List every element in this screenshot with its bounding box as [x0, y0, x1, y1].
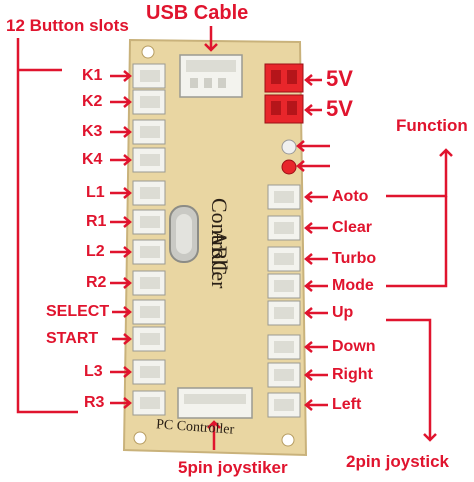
connector-socket [140, 154, 160, 166]
left-arrow [110, 397, 132, 409]
connector-socket [140, 96, 160, 108]
joystick-2pin-bracket [386, 318, 437, 442]
left-label-l1: L1 [86, 184, 105, 201]
power-arrow-2 [304, 104, 322, 116]
right-label-mode: Mode [332, 277, 374, 294]
connector-socket [140, 397, 160, 409]
connector-socket [274, 253, 294, 265]
left-label-r1: R1 [86, 213, 107, 230]
button-slots-bracket [16, 38, 78, 414]
usb-arrow [204, 26, 218, 52]
connector-socket [140, 126, 160, 138]
left-arrow [112, 333, 132, 345]
connector-socket [140, 70, 160, 82]
left-arrow [112, 306, 132, 318]
power-connector-1 [264, 63, 304, 93]
left-arrow [110, 96, 132, 108]
right-connector [267, 392, 301, 418]
joystick-5pin-arrow [207, 420, 221, 450]
left-arrow [110, 216, 132, 228]
left-arrow [110, 366, 132, 378]
left-label-start: START [46, 330, 99, 347]
led-2 [281, 159, 297, 175]
usb-cable-label: USB Cable [146, 2, 249, 24]
right-arrow [304, 222, 328, 234]
left-label-k1: K1 [82, 67, 103, 84]
led-1 [281, 139, 297, 155]
left-arrow [110, 187, 132, 199]
right-arrow [304, 253, 328, 265]
connector-socket [274, 341, 294, 353]
connector-socket [274, 191, 294, 203]
power-5v-label-2: 5V [326, 96, 353, 121]
left-label-r2: R2 [86, 274, 107, 291]
left-arrow [110, 277, 132, 289]
connector-socket [140, 277, 160, 289]
button-slots-label: 12 Button slots [6, 16, 129, 35]
left-label-select: SELECT [46, 303, 110, 320]
mounting-hole [141, 45, 155, 59]
left-arrow [110, 126, 132, 138]
right-label-right: Right [332, 366, 373, 383]
power-connector-2 [264, 94, 304, 124]
mounting-hole [281, 433, 295, 447]
right-arrow [304, 191, 328, 203]
usb-connector [179, 54, 243, 98]
function-label: Function [396, 116, 468, 135]
connector-socket [140, 187, 160, 199]
left-label-k2: K2 [82, 93, 103, 110]
right-connector [267, 362, 301, 388]
function-bracket [386, 148, 453, 198]
connector-socket [274, 280, 294, 292]
left-arrow [110, 246, 132, 258]
led-arrow-2 [296, 160, 330, 172]
joystick-5pin-connector [177, 387, 253, 419]
pcb-board [122, 38, 308, 457]
connector-socket [274, 399, 294, 411]
pcb-title-controller: Controller [207, 198, 232, 289]
left-arrow [110, 70, 132, 82]
mounting-hole [133, 431, 147, 445]
connector-socket [274, 369, 294, 381]
joystick-2pin-label: 2pin joystick [346, 452, 449, 471]
joystick-5pin-label: 5pin joystiker [178, 458, 288, 477]
right-arrow [304, 369, 328, 381]
right-label-turbo: Turbo [332, 250, 377, 267]
connector-socket [140, 306, 160, 318]
connector-socket [140, 216, 160, 228]
right-label-left: Left [332, 396, 362, 413]
right-label-down: Down [332, 338, 376, 355]
crystal-oscillator [169, 205, 199, 263]
left-label-r3: R3 [84, 394, 105, 411]
left-label-l3: L3 [84, 363, 103, 380]
connector-socket [140, 246, 160, 258]
connector-socket [274, 307, 294, 319]
right-label-aoto: Aoto [332, 188, 369, 205]
left-label-l2: L2 [86, 243, 105, 260]
right-label-up: Up [332, 304, 354, 321]
connector-socket [140, 333, 160, 345]
connector-socket [274, 222, 294, 234]
right-arrow [304, 280, 328, 292]
left-arrow [110, 154, 132, 166]
left-label-k4: K4 [82, 151, 103, 168]
right-arrow [304, 399, 328, 411]
right-arrow [304, 307, 328, 319]
right-label-clear: Clear [332, 219, 373, 236]
right-arrow [304, 341, 328, 353]
connector-socket [140, 366, 160, 378]
led-arrow-1 [296, 140, 330, 152]
function-bracket [386, 196, 448, 288]
power-5v-label-1: 5V [326, 66, 353, 91]
left-label-k3: K3 [82, 123, 103, 140]
power-arrow-1 [304, 74, 322, 86]
